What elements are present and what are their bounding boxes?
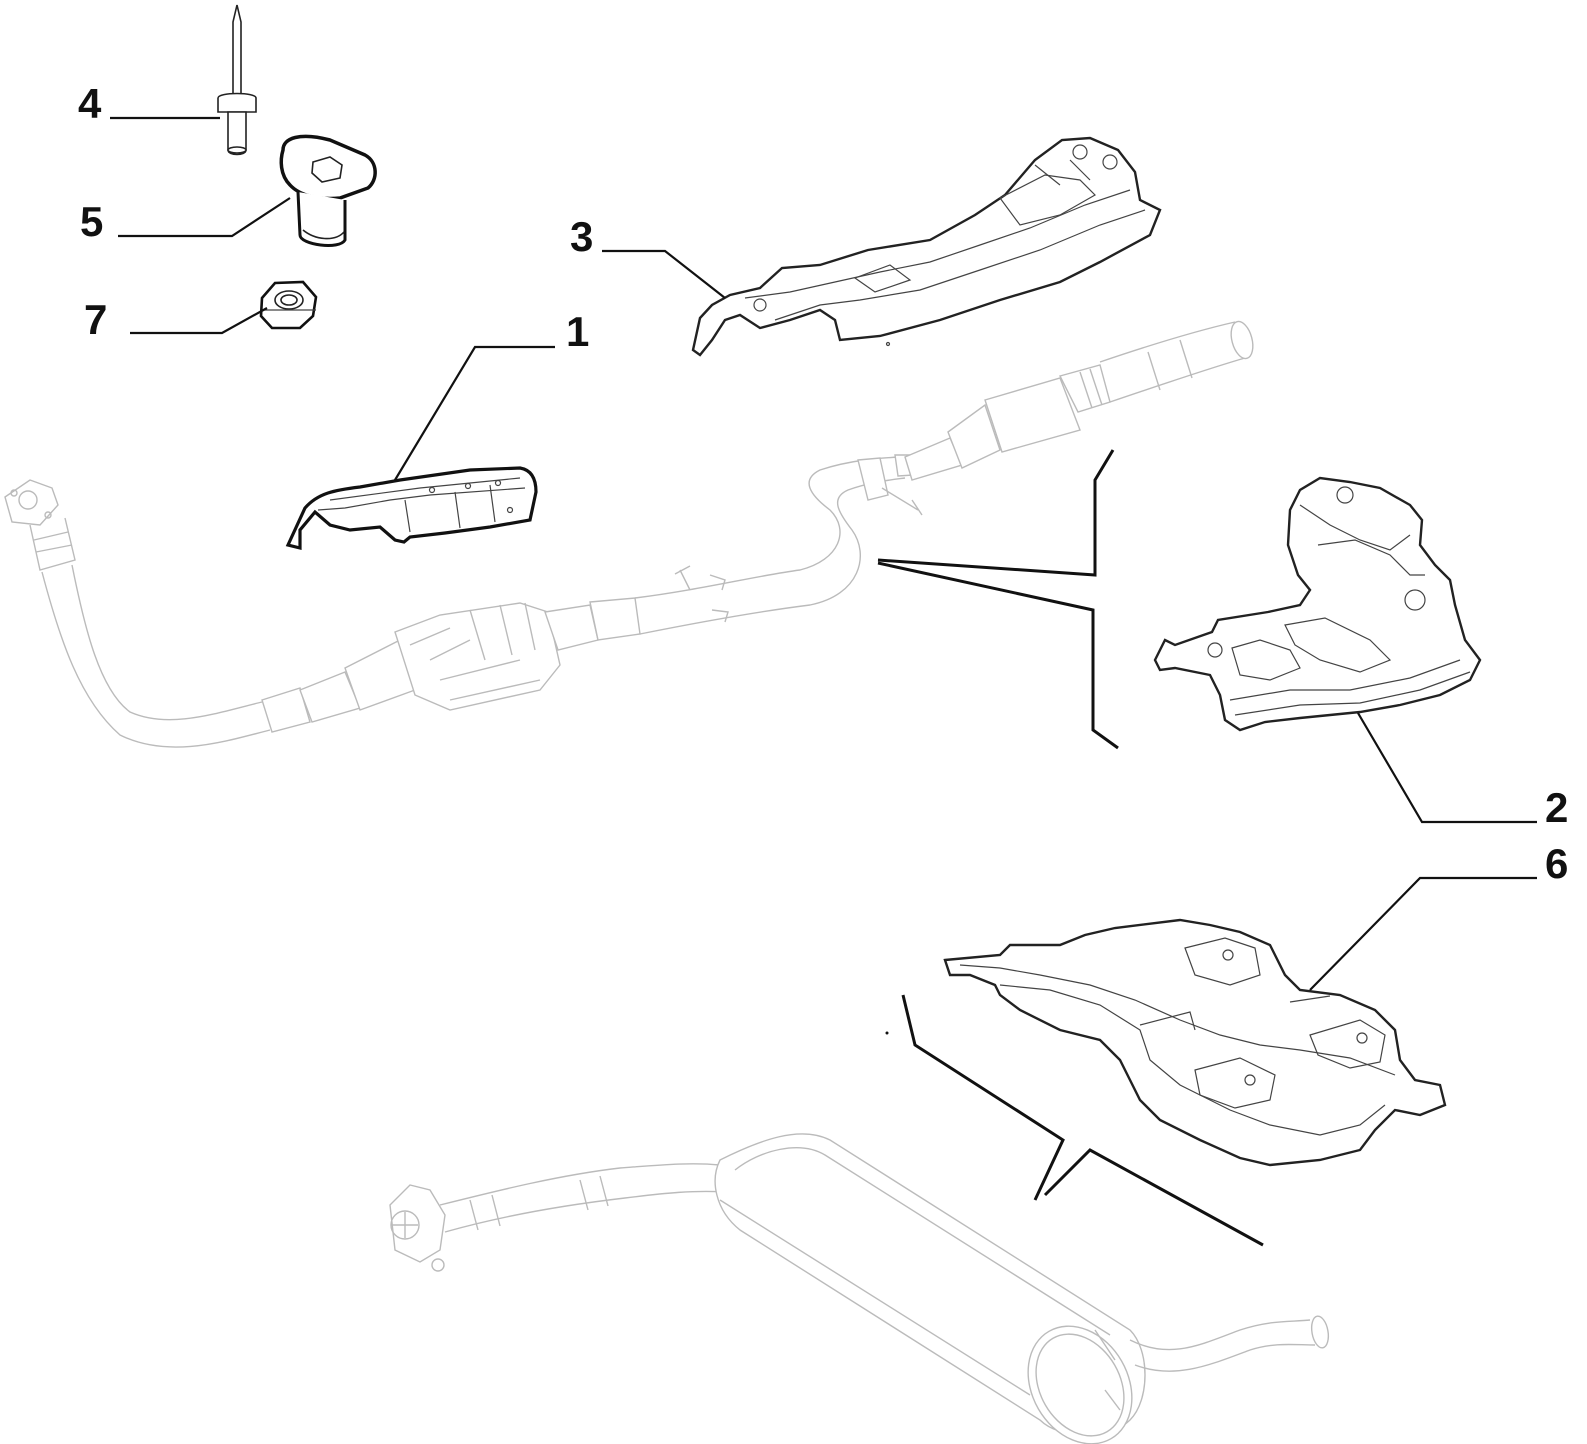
callout-3: 3 (570, 213, 593, 260)
heat-shield-part-1 (285, 466, 538, 551)
heat-shield-part-3 (691, 136, 1162, 357)
leader-lines (110, 116, 1537, 991)
leader-line-7 (130, 307, 268, 335)
rear-silencer (389, 1133, 1330, 1444)
group-bracket-rear (885, 994, 1264, 1247)
leader-line-2 (1357, 712, 1537, 824)
heat-shield-part-6 (943, 918, 1447, 1167)
callout-2: 2 (1545, 784, 1568, 831)
leader-line-3 (602, 249, 726, 299)
heat-shield-part-2 (1153, 476, 1482, 732)
callout-6: 6 (1545, 840, 1568, 887)
group-bracket-front (877, 449, 1119, 750)
callout-labels: 4 5 7 1 3 2 6 (78, 80, 1568, 887)
grommet-part-5 (279, 134, 377, 247)
callout-7: 7 (84, 296, 107, 343)
leader-line-1 (394, 345, 555, 481)
callout-1: 1 (566, 308, 589, 355)
callout-4: 4 (78, 80, 102, 127)
leader-line-6 (1309, 876, 1537, 991)
nut-part-7 (259, 280, 318, 330)
front-exhaust-pipe (4, 320, 1254, 748)
leader-line-5 (118, 197, 291, 238)
callout-5: 5 (80, 198, 103, 245)
rivet-part-4 (217, 4, 257, 156)
